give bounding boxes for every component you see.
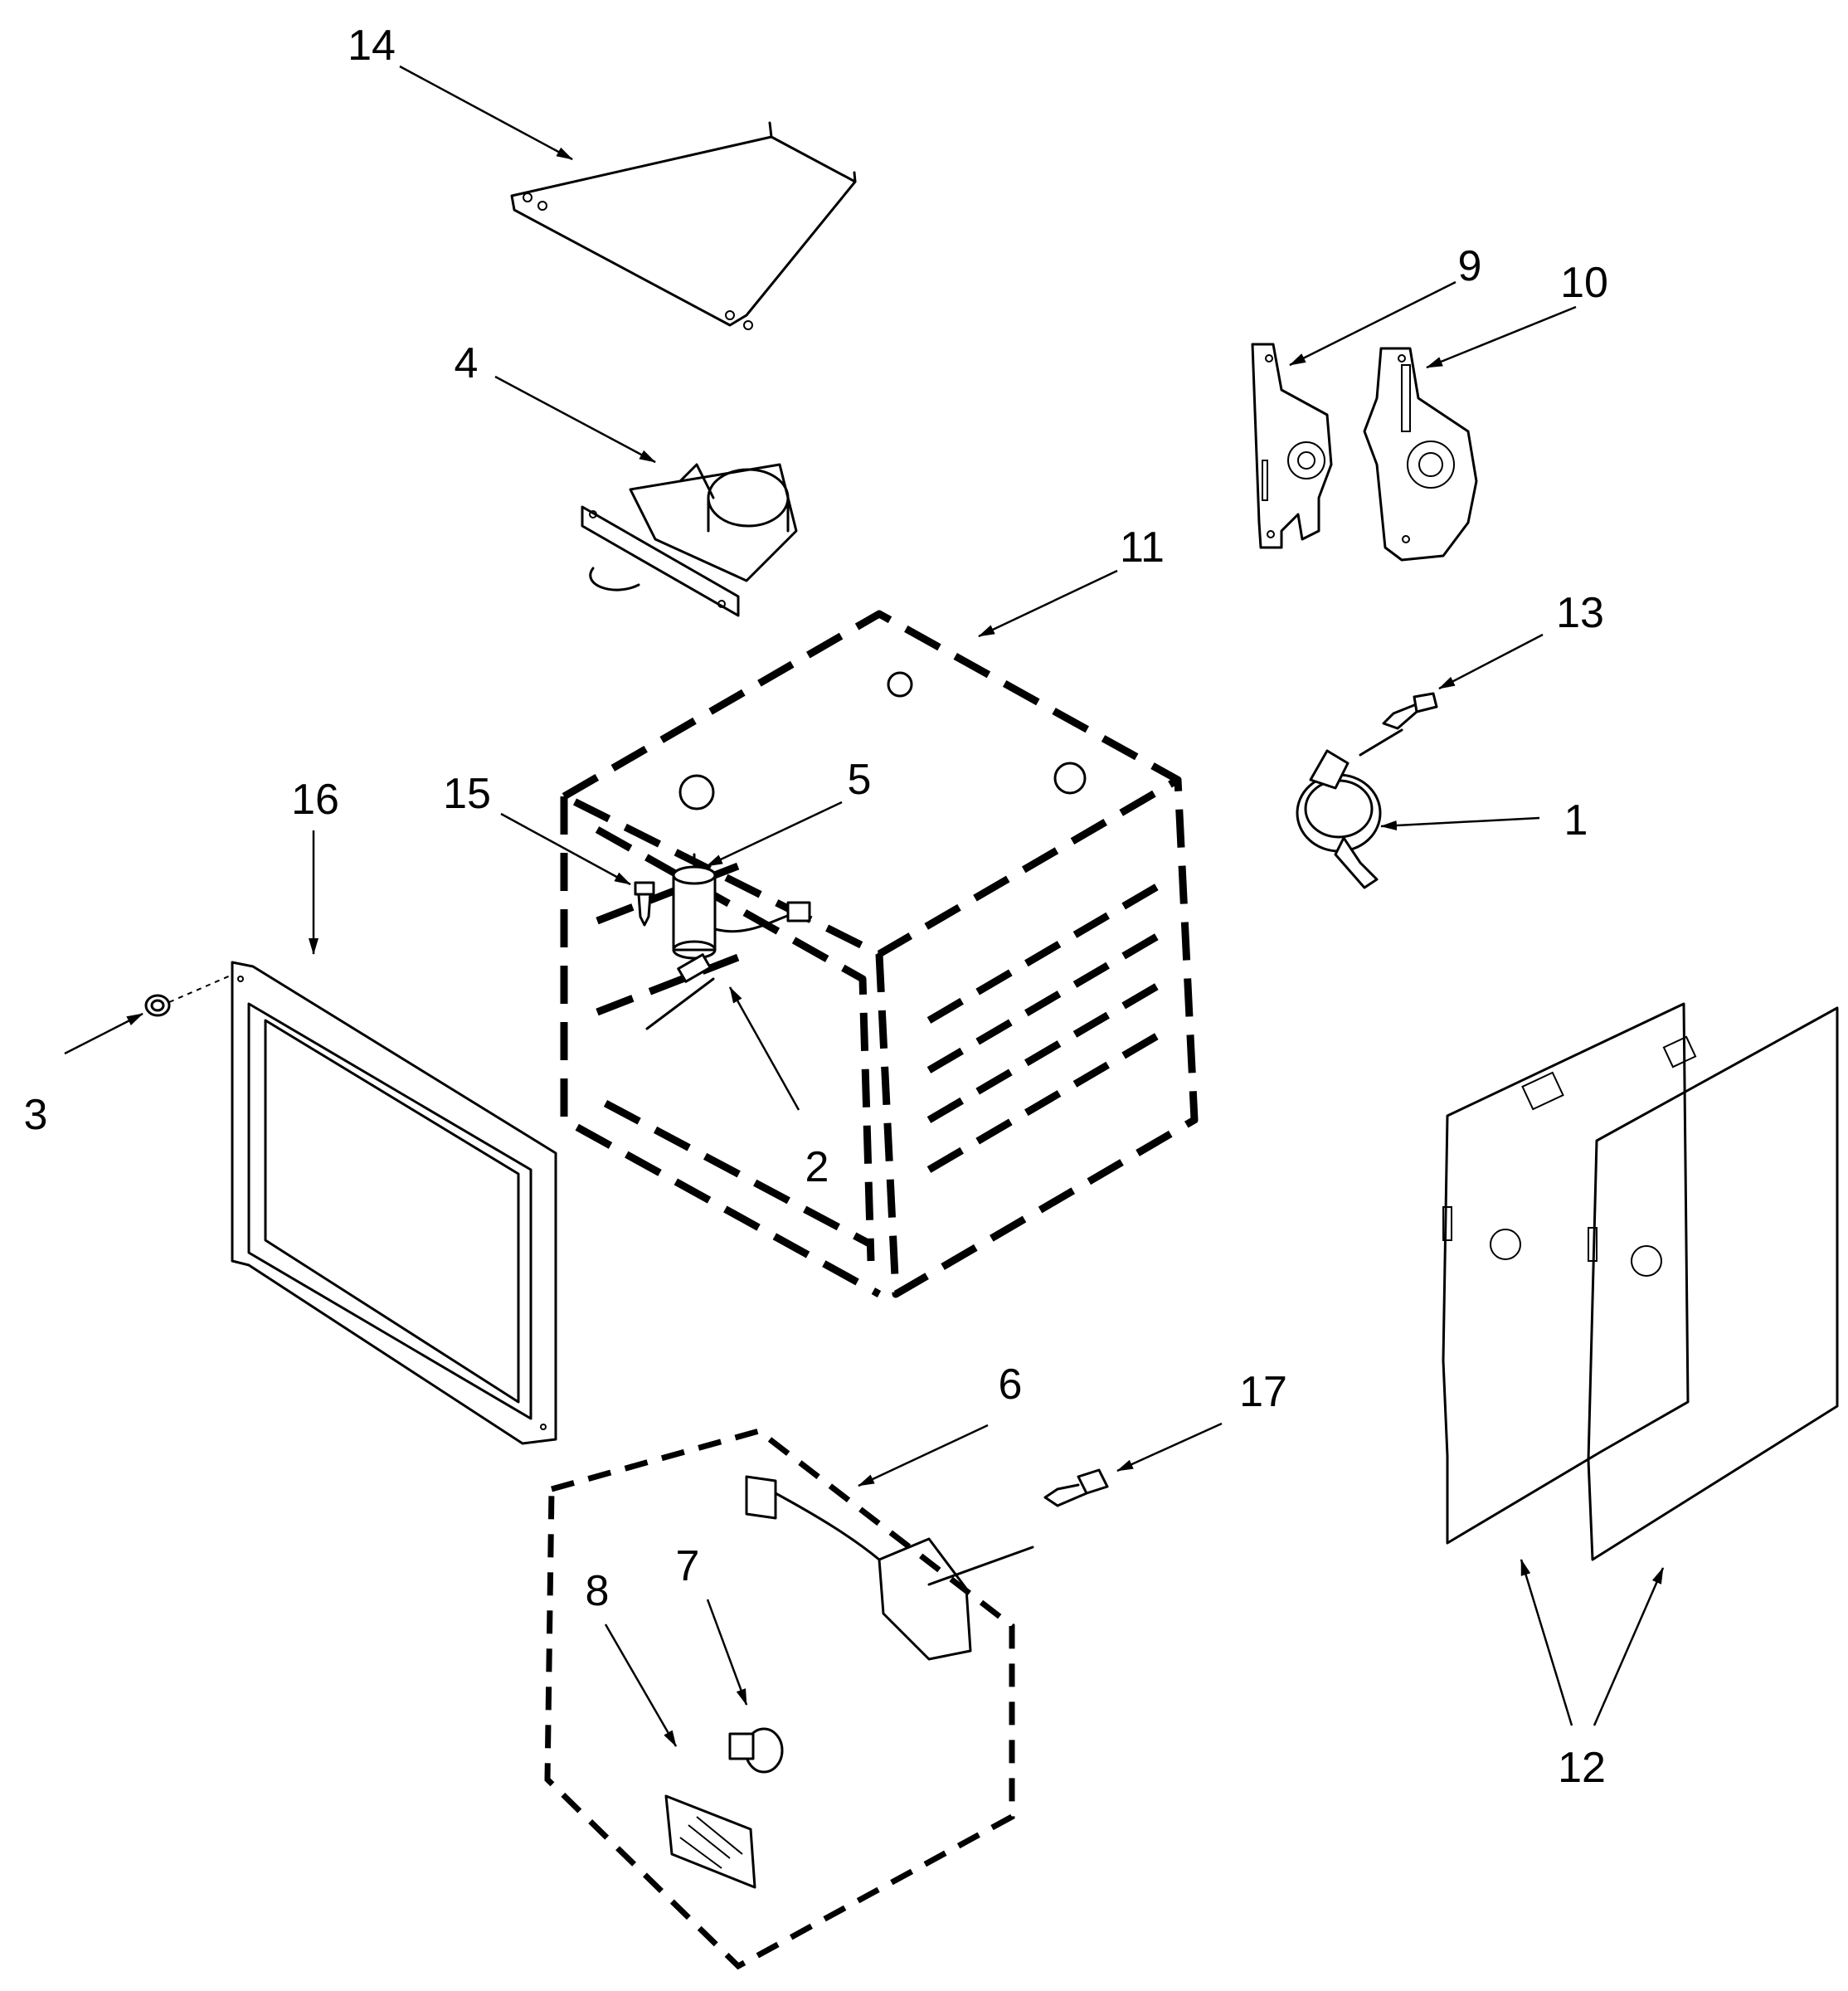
leader-6 xyxy=(858,1424,989,1487)
part-14-bracket-plate xyxy=(510,121,857,330)
leader-2 xyxy=(728,986,800,1111)
part-4-door-latch xyxy=(581,463,798,617)
leader-8 xyxy=(604,1623,678,1747)
part-3-bumper xyxy=(144,974,233,1017)
part-13-screw xyxy=(1382,692,1438,730)
part-11-oven-cavity xyxy=(560,610,1199,1298)
leader-15 xyxy=(500,812,631,886)
leader-4 xyxy=(494,375,656,464)
part-8-lens xyxy=(664,1794,756,1889)
leader-lines xyxy=(64,65,1665,1747)
leader-13 xyxy=(1438,633,1544,690)
leader-17 xyxy=(1116,1422,1223,1473)
callout-12: 12 xyxy=(1558,1744,1606,1792)
callout-labels: 14 4 9 10 11 13 1 15 5 16 3 2 6 17 7 8 1… xyxy=(24,22,1608,1792)
callout-9: 9 xyxy=(1458,242,1482,290)
callout-14: 14 xyxy=(348,22,396,70)
part-15-screw xyxy=(634,881,655,927)
callout-2: 2 xyxy=(805,1143,829,1191)
leader-5 xyxy=(706,801,843,868)
callout-11: 11 xyxy=(1120,523,1165,572)
callout-7: 7 xyxy=(676,1542,700,1590)
callout-1: 1 xyxy=(1564,796,1588,845)
callout-15: 15 xyxy=(443,770,491,818)
part-1-thermostat xyxy=(1296,728,1403,889)
leader-10 xyxy=(1426,305,1577,369)
part-17-screw xyxy=(1043,1468,1109,1507)
part-6-light-kit xyxy=(544,1428,1034,1970)
leader-1 xyxy=(1380,816,1540,830)
callout-16: 16 xyxy=(291,776,339,824)
part-16-front-frame xyxy=(231,961,557,1445)
leader-9 xyxy=(1289,280,1457,367)
part-9-hinge-plate xyxy=(1251,343,1333,549)
callout-3: 3 xyxy=(24,1091,48,1139)
callout-6: 6 xyxy=(999,1361,1023,1409)
callout-10: 10 xyxy=(1560,259,1608,307)
callout-17: 17 xyxy=(1239,1368,1287,1416)
leader-11 xyxy=(978,569,1118,638)
leader-3 xyxy=(64,1012,143,1055)
callout-13: 13 xyxy=(1556,589,1604,637)
part-10-hinge-plate xyxy=(1363,347,1478,562)
leader-7 xyxy=(706,1599,748,1706)
callout-8: 8 xyxy=(586,1567,610,1615)
leader-14 xyxy=(399,65,573,161)
leader-12a xyxy=(1520,1559,1573,1726)
callout-4: 4 xyxy=(455,339,479,387)
part-5-cylinder-sensor xyxy=(672,853,811,960)
part-12-side-panels xyxy=(1442,1002,1839,1561)
leader-12b xyxy=(1593,1567,1665,1726)
part-7-bulb xyxy=(728,1727,784,1774)
callout-5: 5 xyxy=(848,756,872,804)
part-2-sensor-probe xyxy=(645,953,715,1030)
